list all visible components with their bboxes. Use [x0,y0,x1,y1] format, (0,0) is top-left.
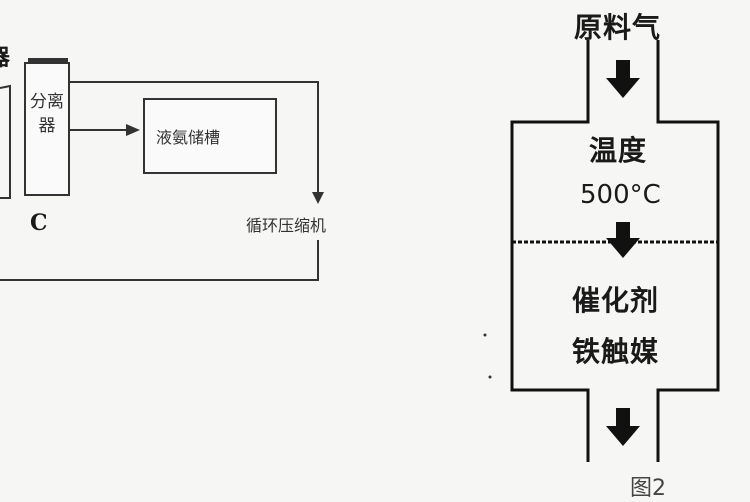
ammonia-tank-label: 液氨储槽 [156,128,221,147]
feed-gas-label: 原料气 [574,11,662,44]
temperature-value: 500°C [580,180,661,210]
ammonia-tank-box [143,98,277,174]
temperature-label: 温度 [589,134,648,167]
down-arrow-icon [312,192,324,204]
figure-caption: 图2 [630,476,666,501]
catalyst-name: 铁触媒 [572,335,660,368]
down-arrow-icon [606,408,640,446]
down-arrow-icon [606,60,640,98]
compressor-label: 循环压缩机 [246,216,327,235]
separator-cap [28,58,68,64]
separator-tag: C [30,210,48,236]
reactor-outline [510,40,720,462]
reactor-arrows [606,60,640,446]
separator-label: 分离器 [30,92,64,136]
down-arrow-icon [606,222,640,258]
catalyst-label: 催化剂 [572,284,660,317]
top-left-fragment: 器 [0,40,10,72]
right-arrow-icon [126,124,140,136]
separator-box [24,62,70,196]
